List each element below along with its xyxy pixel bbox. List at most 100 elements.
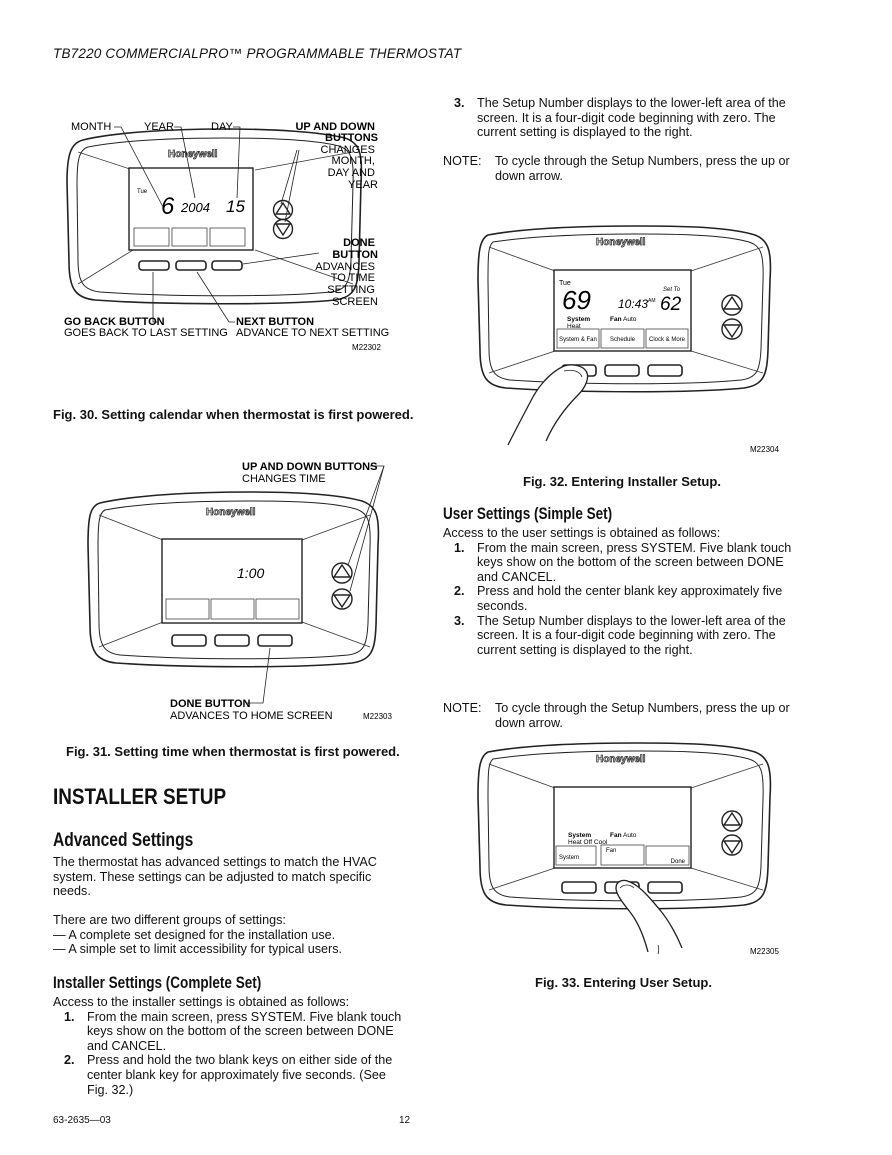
next-title: NEXT BUTTON xyxy=(236,316,314,328)
display-set-temperature: 62 xyxy=(660,294,682,315)
done-button-title: DONE BUTTON xyxy=(170,698,251,710)
figure-33-caption: Fig. 33. Entering User Setup. xyxy=(535,975,712,990)
month-label: MONTH xyxy=(71,121,111,133)
page-number: 12 xyxy=(399,1115,411,1126)
up-arrow-button[interactable] xyxy=(721,810,743,832)
brand-logo: Honeywell xyxy=(596,237,646,248)
figure-code: M22303 xyxy=(363,712,392,721)
up-arrow-button[interactable] xyxy=(721,294,743,316)
figure-31: Honeywell 1:00 UP AND DOWN BUTTONS CHANG… xyxy=(87,461,392,722)
svg-text:Fan: Fan xyxy=(606,848,616,854)
down-arrow-button[interactable] xyxy=(721,834,743,856)
blank-button-left[interactable] xyxy=(171,634,207,647)
list-item: 3. The Setup Number displays to the lowe… xyxy=(454,96,786,140)
done-button-title: DONE BUTTON xyxy=(332,237,378,261)
up-arrow-button[interactable] xyxy=(331,562,353,584)
display-ampm: AM xyxy=(648,298,656,304)
svg-text:System & Fan: System & Fan xyxy=(559,337,597,343)
doc-number: 63-2635—03 xyxy=(53,1115,111,1126)
display-fan-label: Fan xyxy=(610,832,622,839)
blank-button-center[interactable] xyxy=(214,634,250,647)
figure-33: Honeywell System Heat Off Cool Fan Auto … xyxy=(477,742,779,956)
done-button[interactable] xyxy=(257,634,293,647)
go-back-desc: GOES BACK TO LAST SETTING xyxy=(64,327,228,339)
display-year: 2004 xyxy=(180,200,210,215)
list-item: 1. From the main screen, press SYSTEM. F… xyxy=(454,540,792,584)
next-button[interactable] xyxy=(175,260,207,271)
display-time: 1:00 xyxy=(237,565,264,581)
system-key[interactable]: System xyxy=(555,845,597,866)
display-set-to: Set To xyxy=(663,287,681,293)
blank-button-right[interactable] xyxy=(647,364,683,377)
down-arrow-button[interactable] xyxy=(272,218,294,240)
down-arrow-button[interactable] xyxy=(721,318,743,340)
updown-buttons-title: UP AND DOWN BUTTONS xyxy=(295,121,378,144)
note-top: NOTE: To cycle through the Setup Numbers… xyxy=(443,154,790,183)
year-label: YEAR xyxy=(144,121,174,133)
updown-buttons-title: UP AND DOWN BUTTONS xyxy=(242,461,377,473)
list-item: 2. Press and hold the two blank keys on … xyxy=(64,1053,393,1097)
figure-32-caption: Fig. 32. Entering Installer Setup. xyxy=(523,474,721,489)
go-back-title: GO BACK BUTTON xyxy=(64,316,165,328)
list-item: 2. Press and hold the center blank key a… xyxy=(454,584,783,613)
brand-logo: Honeywell xyxy=(206,507,256,518)
figure-31-caption: Fig. 31. Setting time when thermostat is… xyxy=(66,744,400,759)
fan-key[interactable]: Fan xyxy=(600,844,645,866)
user-settings-heading: User Settings (Simple Set) xyxy=(443,505,613,523)
updown-buttons-desc: CHANGES TIME xyxy=(242,473,326,485)
display-time: 10:43 xyxy=(618,297,648,311)
updown-buttons-desc: CHANGES MONTH, DAY AND YEAR xyxy=(321,144,379,191)
advanced-settings-heading: Advanced Settings xyxy=(53,830,194,851)
figure-30: Honeywell Tue 6 2004 15 MONTH YEAR DAY U… xyxy=(64,121,389,352)
blank-button-right[interactable] xyxy=(647,881,683,894)
svg-text:Done: Done xyxy=(671,859,686,865)
display-system-options: Heat Off Cool xyxy=(568,839,608,846)
advanced-paragraph: The thermostat has advanced settings to … xyxy=(53,855,377,899)
system-fan-key[interactable]: System & Fan xyxy=(556,328,600,349)
figure-32: Honeywell Tue 69 10:43 AM Set To 62 Syst… xyxy=(477,225,779,454)
display-fan-value: Auto xyxy=(623,316,637,323)
down-arrow-button[interactable] xyxy=(331,588,353,610)
user-steps: Access to the user settings is obtained … xyxy=(443,526,843,657)
up-arrow-button[interactable] xyxy=(272,199,294,221)
finger-icon xyxy=(507,364,589,446)
display-month: 6 xyxy=(161,193,175,220)
running-header: TB7220 COMMERCIALPRO™ PROGRAMMABLE THERM… xyxy=(53,46,462,61)
brand-logo: Honeywell xyxy=(168,149,218,160)
brand-logo: Honeywell xyxy=(596,754,646,765)
svg-text:Clock & More: Clock & More xyxy=(649,337,686,343)
installer-steps: Access to the installer settings is obta… xyxy=(53,995,423,1097)
finger-icon xyxy=(615,879,683,953)
figure-code: M22305 xyxy=(750,947,779,956)
step-3-top: 3. The Setup Number displays to the lowe… xyxy=(443,96,843,140)
display-fan-value: Auto xyxy=(623,832,637,839)
clock-more-key[interactable]: Clock & More xyxy=(645,328,689,349)
done-button-desc: ADVANCES TO TIME SETTING SCREEN xyxy=(315,261,378,308)
display-day-name: Tue xyxy=(137,189,148,195)
figure-code: M22304 xyxy=(750,445,779,454)
list-item: 1. From the main screen, press SYSTEM. F… xyxy=(64,1009,402,1053)
display-day: 15 xyxy=(226,197,245,216)
schedule-key[interactable]: Schedule xyxy=(600,328,645,349)
display-system-value: Heat xyxy=(567,323,581,330)
note-bottom: NOTE: To cycle through the Setup Numbers… xyxy=(443,701,790,730)
go-back-button[interactable] xyxy=(138,260,170,271)
display-day-name: Tue xyxy=(559,280,571,287)
groups-paragraph: There are two different groups of settin… xyxy=(53,913,343,957)
next-desc: ADVANCE TO NEXT SETTING xyxy=(236,327,389,339)
svg-text:Schedule: Schedule xyxy=(610,337,636,343)
display-system-label: System xyxy=(568,832,591,839)
installer-complete-heading: Installer Settings (Complete Set) xyxy=(53,974,262,992)
display-system-label: System xyxy=(567,316,590,323)
day-label: DAY xyxy=(211,121,233,133)
figure-code: M22302 xyxy=(352,343,381,352)
done-button-desc: ADVANCES TO HOME SCREEN xyxy=(170,710,333,722)
figure-30-caption: Fig. 30. Setting calendar when thermosta… xyxy=(53,407,414,422)
display-temperature: 69 xyxy=(562,285,591,315)
blank-button-left[interactable] xyxy=(561,881,597,894)
blank-button-center[interactable] xyxy=(604,364,640,377)
done-key[interactable]: Done xyxy=(645,845,690,866)
list-item: 3. The Setup Number displays to the lowe… xyxy=(454,613,786,657)
done-button[interactable] xyxy=(211,260,243,271)
display-fan-label: Fan xyxy=(610,316,622,323)
